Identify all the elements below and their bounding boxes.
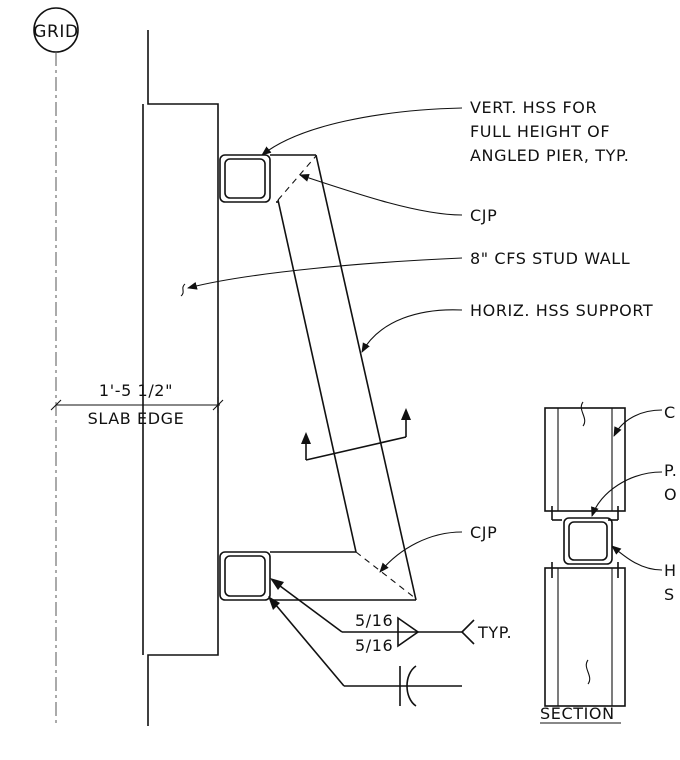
hss-bottom [219, 551, 271, 601]
callout-stud-wall: 8" CFS STUD WALL [180, 249, 630, 297]
section-cut-marker [301, 408, 411, 461]
grid-marker: GRID [33, 7, 79, 726]
slab-edge-dimension: 1'-5 1/2" SLAB EDGE [50, 381, 224, 428]
cjp-bottom-label: CJP [470, 523, 497, 542]
section-label-2b: O [664, 485, 677, 504]
hss-top [219, 154, 271, 203]
typ-label: TYP. [477, 623, 512, 642]
angled-pier [270, 154, 417, 601]
fillet-weld-symbol: 5/16 5/16 TYP. [270, 578, 512, 655]
flare-weld-symbol [268, 596, 462, 707]
slab-edge-outline [142, 30, 219, 726]
callout-cjp-top: CJP [299, 174, 497, 225]
section-title: SECTION [540, 704, 615, 723]
callout-cjp-bottom: CJP [379, 523, 497, 573]
vert-hss-line2: FULL HEIGHT OF [470, 122, 610, 141]
section-detail: C P. O H S SECTION [540, 401, 677, 724]
callout-horiz-hss: HORIZ. HSS SUPPORT [361, 301, 653, 353]
dimension-value: 1'-5 1/2" [99, 381, 173, 400]
section-label-3b: S [664, 585, 675, 604]
vert-hss-line3: ANGLED PIER, TYP. [470, 146, 630, 165]
section-label-2a: P. [664, 461, 677, 480]
section-label-1: C [664, 403, 676, 422]
weld-size-top: 5/16 [355, 611, 393, 630]
stud-wall-label: 8" CFS STUD WALL [470, 249, 630, 268]
horiz-hss-label: HORIZ. HSS SUPPORT [470, 301, 653, 320]
callout-vert-hss: VERT. HSS FOR FULL HEIGHT OF ANGLED PIER… [261, 98, 630, 165]
grid-label: GRID [33, 22, 79, 42]
vert-hss-line1: VERT. HSS FOR [470, 98, 597, 117]
cjp-top-label: CJP [470, 206, 497, 225]
section-label-3a: H [664, 561, 677, 580]
dimension-label: SLAB EDGE [88, 409, 185, 428]
weld-size-bottom: 5/16 [355, 636, 393, 655]
